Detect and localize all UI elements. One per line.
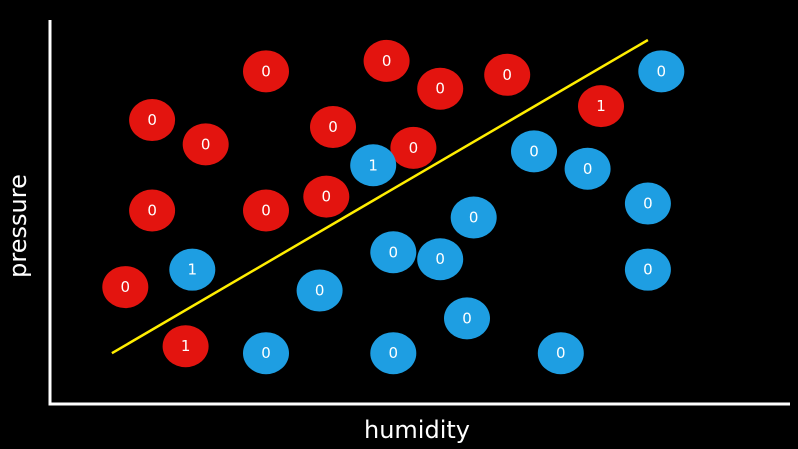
data-point: 0 xyxy=(390,126,437,169)
data-point-label: 0 xyxy=(435,250,445,268)
data-point: 0 xyxy=(310,106,356,148)
data-point: 0 xyxy=(511,130,557,173)
plot-area: 0 0 0 0 0 0 0 0 1 0 0 0 0 1 0 1 0 0 0 0 0 0 1 0 0 0 0 0 0 xyxy=(102,38,685,375)
x-axis-label: humidity xyxy=(364,416,470,444)
data-point-label: 0 xyxy=(409,139,419,157)
data-point: 0 xyxy=(182,123,229,166)
data-point: 0 xyxy=(303,175,350,218)
data-point-marker xyxy=(363,39,410,82)
data-point: 0 xyxy=(243,332,289,375)
data-point-marker xyxy=(303,175,350,218)
data-point-label: 1 xyxy=(188,261,198,279)
data-point-label: 0 xyxy=(322,188,332,206)
data-point: 1 xyxy=(350,144,397,187)
data-point-label: 0 xyxy=(261,344,271,362)
data-point-marker xyxy=(450,196,497,239)
data-point: 0 xyxy=(243,50,289,93)
data-point-marker xyxy=(537,332,584,375)
data-point-label: 0 xyxy=(643,195,653,213)
data-point: 0 xyxy=(417,67,464,110)
data-point-marker xyxy=(444,297,490,340)
data-point-marker xyxy=(182,123,229,166)
data-point-label: 0 xyxy=(382,52,392,70)
data-point-label: 0 xyxy=(315,282,325,300)
data-point-marker xyxy=(243,189,289,232)
data-point-label: 0 xyxy=(435,80,445,98)
data-point: 1 xyxy=(162,325,209,368)
data-point-label: 0 xyxy=(147,111,157,129)
data-point-label: 0 xyxy=(643,261,653,279)
data-point: 0 xyxy=(624,248,671,291)
data-point-marker xyxy=(624,248,671,291)
data-point-label: 0 xyxy=(261,202,271,220)
data-point-marker xyxy=(511,130,557,173)
data-point: 0 xyxy=(537,332,584,375)
data-point: 0 xyxy=(450,196,497,239)
data-point-marker xyxy=(102,266,149,309)
data-point: 0 xyxy=(638,50,685,93)
data-point-label: 0 xyxy=(502,66,512,84)
data-point-marker xyxy=(624,182,671,225)
data-point-marker xyxy=(296,269,343,312)
decision-boundary-line xyxy=(111,38,649,355)
data-point: 0 xyxy=(129,99,176,142)
data-point-marker xyxy=(243,332,289,375)
data-point-label: 0 xyxy=(389,344,399,362)
data-point: 1 xyxy=(169,248,216,291)
data-point-marker xyxy=(162,325,209,368)
data-point: 0 xyxy=(363,39,410,82)
data-point-marker xyxy=(243,50,289,93)
data-point-marker xyxy=(129,189,176,232)
data-point-label: 1 xyxy=(181,337,191,355)
data-point: 0 xyxy=(102,266,149,309)
data-point-label: 0 xyxy=(121,278,131,296)
data-point-marker xyxy=(370,332,417,375)
data-point: 1 xyxy=(578,85,624,128)
data-point-marker xyxy=(417,67,464,110)
data-point-marker xyxy=(484,53,531,96)
data-point-label: 1 xyxy=(368,156,378,174)
data-point-marker xyxy=(564,147,611,190)
data-point: 0 xyxy=(444,297,490,340)
data-point: 0 xyxy=(296,269,343,312)
data-point-label: 0 xyxy=(469,208,479,226)
data-point-label: 0 xyxy=(462,309,472,327)
data-point: 0 xyxy=(243,189,289,232)
data-point-label: 0 xyxy=(389,243,399,261)
data-point-marker xyxy=(390,126,437,169)
data-point: 0 xyxy=(417,238,464,281)
data-point: 0 xyxy=(370,332,417,375)
data-point-label: 0 xyxy=(328,118,338,136)
data-point-label: 0 xyxy=(583,160,593,178)
data-point: 0 xyxy=(129,189,176,232)
data-point-label: 0 xyxy=(261,62,271,80)
data-point-label: 0 xyxy=(657,62,667,80)
data-point-marker xyxy=(578,85,624,128)
data-point-label: 1 xyxy=(596,97,606,115)
data-point-label: 0 xyxy=(201,135,211,153)
data-point: 0 xyxy=(564,147,611,190)
data-point-label: 0 xyxy=(529,142,539,160)
data-point-marker xyxy=(370,231,417,274)
data-point-marker xyxy=(169,248,216,291)
data-point-label: 0 xyxy=(147,202,157,220)
data-point-marker xyxy=(638,50,685,93)
data-point: 0 xyxy=(624,182,671,225)
data-point-label: 0 xyxy=(556,344,566,362)
data-point: 0 xyxy=(484,53,531,96)
y-axis-label: pressure xyxy=(4,174,32,278)
data-point-marker xyxy=(417,238,464,281)
data-point: 0 xyxy=(370,231,417,274)
data-point-marker xyxy=(310,106,356,148)
data-point-marker xyxy=(129,99,176,142)
data-point-marker xyxy=(350,144,397,187)
